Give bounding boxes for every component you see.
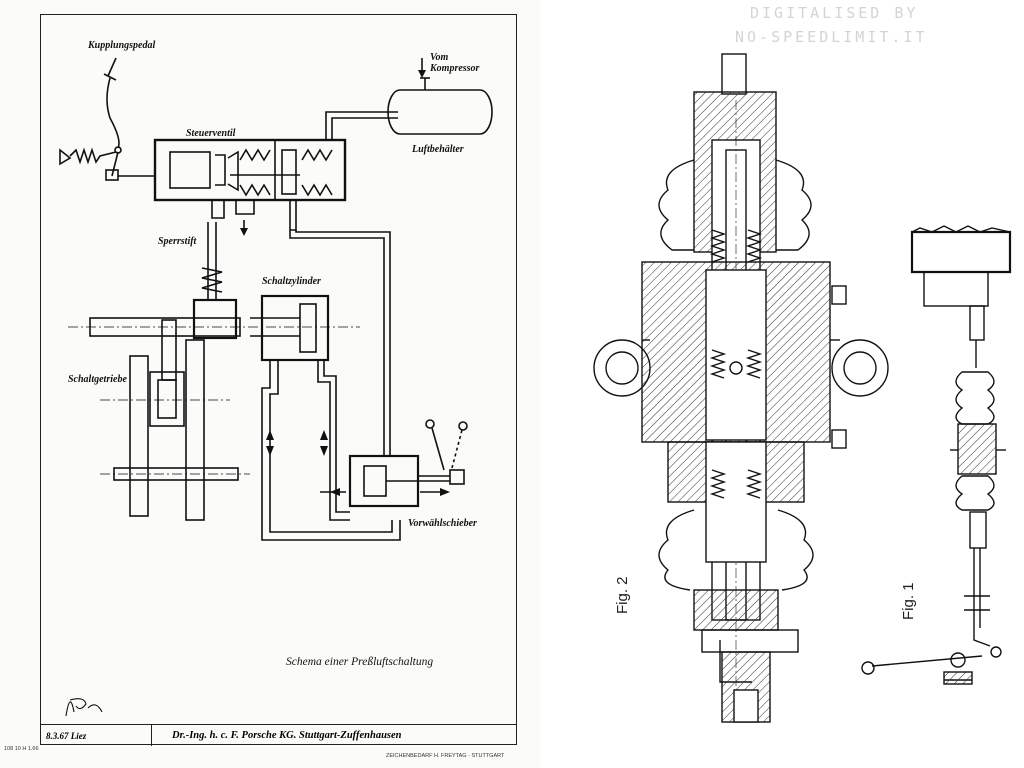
supplier-imprint: ZEICHENBEDARF H. FREYTAG · STUTTGART — [386, 753, 505, 759]
paper-code: 108 10 H 1.66 — [4, 746, 39, 752]
schema-title: Schema einer Preßluftschaltung — [286, 656, 434, 668]
label-preselector-valve: Vorwählschieber — [408, 518, 477, 529]
title-block: 8.3.67 Liez Dr.-Ing. h. c. F. Porsche KG… — [40, 724, 517, 746]
label-clutch-pedal: Kupplungspedal — [88, 40, 156, 51]
schematic-sheet: Kupplungspedal Vom Kompressor Steuervent… — [4, 14, 517, 759]
label-from-compressor: Vom Kompressor — [430, 52, 480, 74]
label-shift-cylinder: Schaltzylinder — [262, 276, 321, 287]
pneumatic-schematic-drawing — [59, 57, 493, 717]
drawing-frame — [40, 14, 517, 745]
label-air-tank: Luftbehälter — [412, 144, 464, 155]
label-control-valve: Steuerventil — [186, 128, 236, 139]
watermark-line1: DIGITALISED BY — [750, 4, 919, 22]
fig1-label: Fig. 1 — [900, 582, 917, 620]
label-locking-pin: Sperrstift — [158, 236, 197, 247]
title-block-date: 8.3.67 Liez — [40, 725, 152, 746]
title-block-company: Dr.-Ing. h. c. F. Porsche KG. Stuttgart-… — [172, 730, 402, 741]
watermark-line2: NO-SPEEDLIMIT.IT — [735, 28, 928, 46]
fig2-label: Fig. 2 — [614, 576, 631, 614]
label-gearbox: Schaltgetriebe — [68, 374, 127, 385]
